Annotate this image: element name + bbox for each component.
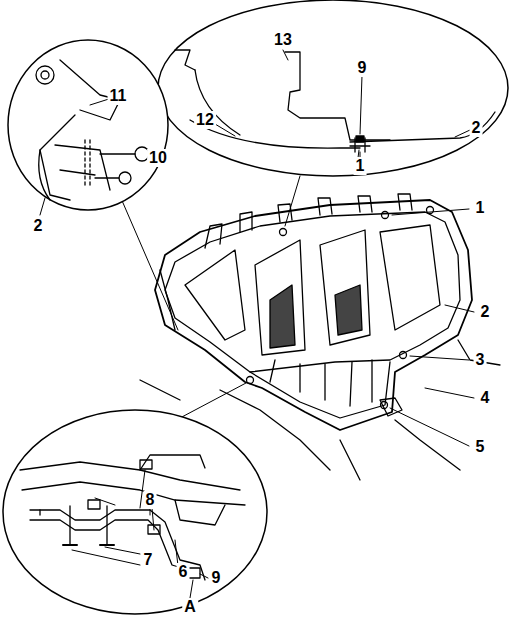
callout-number: 8 xyxy=(144,491,157,509)
detail-top xyxy=(158,0,508,176)
callout-number: 7 xyxy=(142,551,155,569)
callout-number: 12 xyxy=(194,111,216,129)
callout-number: 2 xyxy=(32,217,45,235)
callout-number: 9 xyxy=(356,59,369,77)
detail-left xyxy=(8,40,168,215)
callout-number: 2 xyxy=(479,303,492,321)
callout-number: 6 xyxy=(177,563,190,581)
callout-number: 3 xyxy=(474,351,487,369)
callout-number: 1 xyxy=(474,199,487,217)
callout-number: 1 xyxy=(354,157,367,175)
callout-number: 10 xyxy=(147,149,169,167)
callout-number: 11 xyxy=(108,87,129,105)
callout-number: A xyxy=(182,598,198,616)
detail-bottom xyxy=(3,410,267,614)
leader-lines xyxy=(120,176,474,446)
callout-number: 13 xyxy=(272,31,294,49)
callout-number: 5 xyxy=(474,438,487,456)
callout-number: 2 xyxy=(470,119,483,137)
callout-number: 4 xyxy=(479,389,492,407)
callout-number: 9 xyxy=(210,569,223,587)
